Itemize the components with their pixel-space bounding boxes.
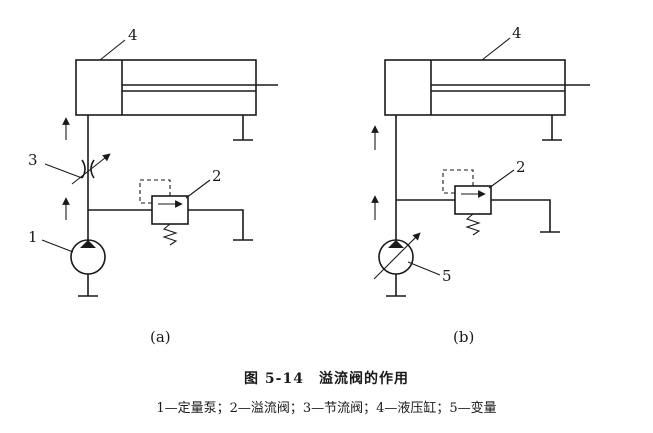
relief-valve-a — [139, 179, 189, 246]
label-relief-valve-a: 2 — [212, 167, 222, 185]
label-variable-pump: 5 — [442, 267, 452, 285]
figure-legend: 1—定量泵；2—溢流阀；3—节流阀；4—液压缸；5—变量 — [156, 401, 497, 416]
figure-title: 图 5-14 溢流阀的作用 — [244, 371, 409, 387]
throttle-valve-a — [44, 153, 111, 185]
hydraulic-cylinder-a — [75, 59, 278, 141]
variable-displacement-pump — [373, 232, 421, 297]
circuit-b — [371, 37, 590, 297]
circuit-a — [41, 39, 278, 297]
label-fixed-pump: 1 — [28, 228, 38, 246]
label-throttle-valve: 3 — [28, 151, 38, 169]
subfigure-label-b: (b) — [453, 328, 474, 346]
fixed-displacement-pump — [70, 239, 106, 297]
label-cylinder-b: 4 — [512, 24, 522, 42]
hydraulic-cylinder-b — [384, 59, 590, 141]
relief-valve-b — [442, 169, 492, 236]
label-cylinder-a: 4 — [128, 26, 138, 44]
subfigure-label-a: (a) — [150, 328, 171, 346]
label-relief-valve-b: 2 — [516, 158, 526, 176]
